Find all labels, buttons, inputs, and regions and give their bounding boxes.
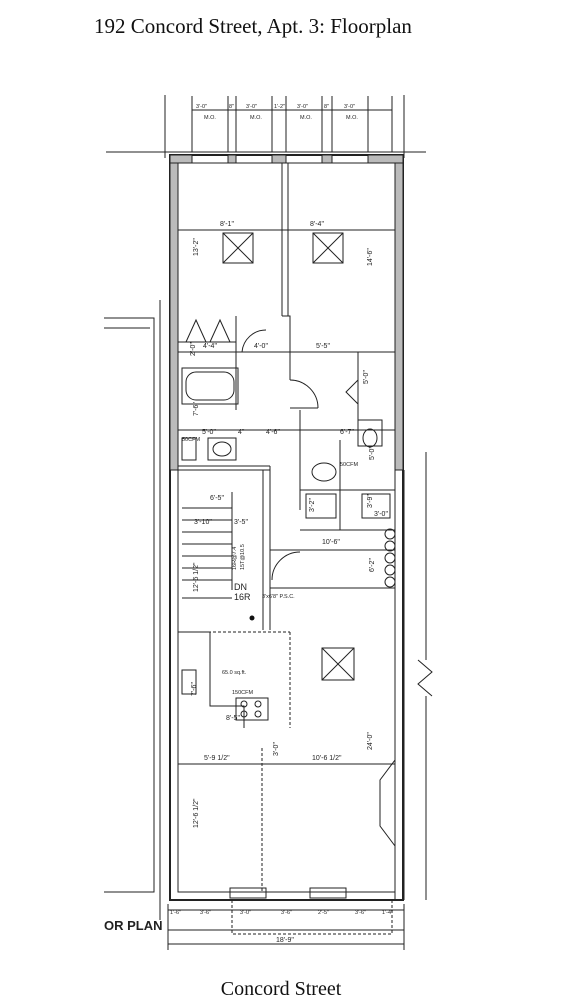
bedroom2-depth: 14'-6" <box>367 248 374 266</box>
fan1-label: 50CFM <box>182 437 200 443</box>
top-dim-label: 1'-2" <box>274 104 285 110</box>
closet-dim-1: 4'-4" <box>203 343 217 350</box>
bottom-dim-label: 1'-4" <box>382 910 393 916</box>
top-dim-label: 3'-0" <box>344 104 355 110</box>
bedroom1-width: 8'-1" <box>220 221 234 228</box>
top-dim-ticks <box>191 96 393 152</box>
bottom-dim-label: 3'-6" <box>200 910 211 916</box>
kitchen-area: 65.0 sq.ft. <box>222 670 247 676</box>
living-side-dim: 12'-6 1/2" <box>193 798 200 828</box>
stair-width: 6'-5" <box>210 495 224 502</box>
top-dimension-labels: 3'-0" 8" 3'-0" 1'-2" 3'-0" 8" 3'-0" M.O. M.O. M.O… <box>196 104 358 121</box>
closet-dim-2: 2'-0" <box>190 342 197 356</box>
bath-dim-d: 4'-6" <box>266 429 280 436</box>
bath-dim-b: 5'-0" <box>202 429 216 436</box>
stair-risers-label: 16R <box>234 592 251 602</box>
closet-dim-3: 4'-0" <box>254 343 268 350</box>
stair-marker <box>249 615 255 621</box>
living-depth: 24'-0" <box>367 732 374 750</box>
bath-dim-e: 6'-7" <box>340 429 354 436</box>
living-small-dim: 3'-0" <box>273 742 280 756</box>
stair-down-label: DN <box>234 582 247 592</box>
laundry-dim-2: 3'-9" <box>367 494 374 508</box>
living-right-dim: 10'-6 1/2" <box>312 755 342 762</box>
stair-note-1: 16R@7.4 <box>232 547 238 570</box>
bedroom1-depth: 13'-2" <box>193 238 200 256</box>
laundry-dim-1: 3'-2" <box>309 498 316 512</box>
bath-dim-a: 7'-6" <box>193 402 200 416</box>
top-dim-sublabel: M.O. <box>250 115 262 121</box>
bottom-dim-label: 1'-6" <box>170 910 181 916</box>
stair-dim-b: 3'-5" <box>234 519 248 526</box>
kitchen-left-dim: 7'-6" <box>191 682 198 696</box>
plan-label: OR PLAN <box>104 918 163 933</box>
top-dim-label: 8" <box>324 104 329 110</box>
top-dim-label: 3'-0" <box>297 104 308 110</box>
door-note: 3'x6'8" P.S.C. <box>262 594 295 600</box>
inner-wall <box>177 162 396 893</box>
overall-width: 18'-9" <box>276 937 294 944</box>
bottom-dim-label: 3'-6" <box>355 910 366 916</box>
bath-dim-f: 5'-0" <box>369 446 376 460</box>
fan2-label: 50CFM <box>340 462 358 468</box>
stair-note-2: 15T@10.5 <box>240 544 246 570</box>
page-title: 192 Concord Street, Apt. 3: Floorplan <box>94 14 412 38</box>
kitchen-fan: 150CFM <box>232 690 254 696</box>
stair-treads <box>182 507 232 581</box>
hall-height: 6'-2" <box>369 558 376 572</box>
top-dim-sublabel: M.O. <box>204 115 216 121</box>
stair-run: 12'-6 1/2" <box>193 562 200 592</box>
closet-dim-5: 5'-0" <box>363 370 370 384</box>
closet-circles <box>384 528 396 588</box>
bedroom2-width: 8'-4" <box>310 221 324 228</box>
living-left-dim: 5'-9 1/2" <box>204 755 230 762</box>
bath-dim-c: 4" <box>238 429 245 436</box>
stair-dim-a: 3'-10" <box>194 519 212 526</box>
top-dim-label: 3'-0" <box>196 104 207 110</box>
bottom-dim-label: 3'-0" <box>240 910 251 916</box>
bottom-dim-label: 3'-6" <box>281 910 292 916</box>
bottom-dim-label: 2'-5" <box>318 910 329 916</box>
top-dim-label: 8" <box>229 104 234 110</box>
hall-width: 10'-6" <box>322 539 340 546</box>
closet-dim-4: 5'-5" <box>316 343 330 350</box>
street-label: Concord Street <box>220 978 342 1000</box>
top-dim-label: 3'-0" <box>246 104 257 110</box>
top-dim-sublabel: M.O. <box>346 115 358 121</box>
kitchen-width: 8'-5" <box>226 715 240 722</box>
top-dim-sublabel: M.O. <box>300 115 312 121</box>
laundry-dim-3: 3'-0" <box>374 511 388 518</box>
